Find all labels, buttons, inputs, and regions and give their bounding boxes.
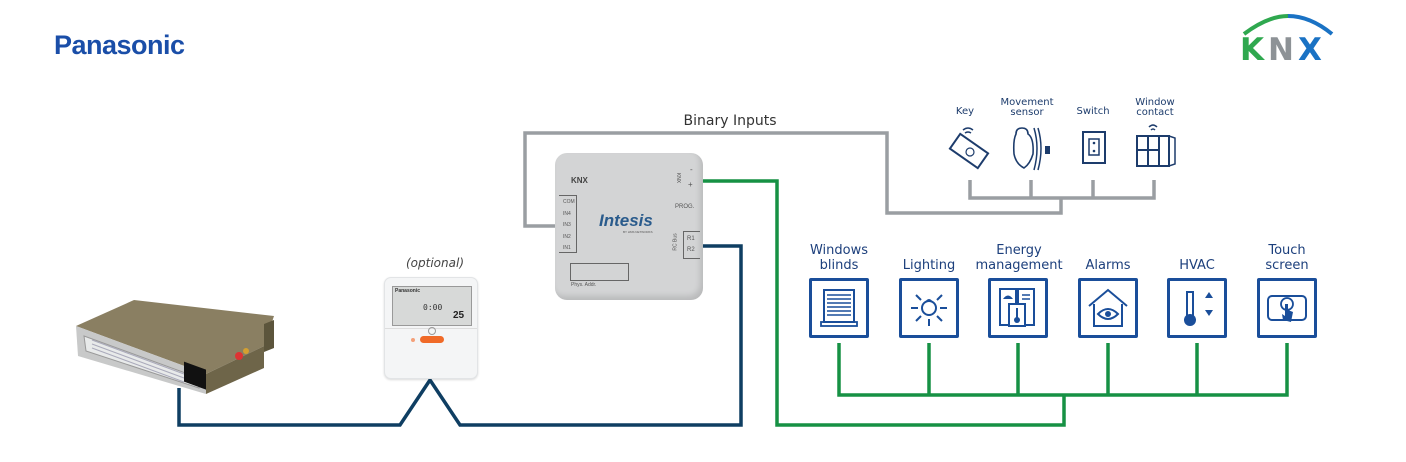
remote-temp: 25 <box>453 310 465 321</box>
app-lighting <box>899 278 959 338</box>
phys-addr-box <box>570 263 629 281</box>
remote-led <box>411 338 415 342</box>
gateway-knx-mark: KNX <box>571 176 588 185</box>
terminal-in1: IN1 <box>563 245 571 251</box>
intesis-tagline: BY HMS NETWORKS <box>623 230 653 234</box>
terminal-com: COM <box>563 199 575 205</box>
remote-button[interactable] <box>420 336 444 343</box>
terminal-in2: IN2 <box>563 233 571 240</box>
optional-label: (optional) <box>406 256 464 270</box>
app-touch-screen <box>1257 278 1317 338</box>
knx-letter-k: K <box>1240 32 1269 68</box>
rc-bus-terminal <box>683 231 700 259</box>
app-windows-blinds <box>809 278 869 338</box>
device-label-key: Key <box>955 106 975 117</box>
touch-screen-icon <box>1267 295 1307 322</box>
ducted-ac-unit-icon <box>76 300 274 394</box>
remote-lcd: Panasonic 0:00 25 <box>392 286 472 326</box>
terminal-r2: R2 <box>687 247 695 253</box>
wired-remote-controller[interactable]: Panasonic 0:00 25 <box>384 277 478 379</box>
window-blinds-icon <box>820 289 858 327</box>
knx-letter-n: N <box>1268 32 1298 68</box>
remote-time: 0:00 <box>423 303 443 312</box>
binary-inputs-wire <box>523 131 1063 228</box>
house-eye-icon <box>1088 288 1128 327</box>
knx-applications-bus <box>837 343 1289 397</box>
app-energy-management <box>988 278 1048 338</box>
app-label-hvac: HVAC <box>1179 258 1215 273</box>
thermometer-icon <box>1184 291 1213 326</box>
energy-meter-icon <box>999 288 1035 327</box>
binary-devices-bus <box>968 180 1156 200</box>
knx-plus: + <box>688 180 693 189</box>
app-alarms <box>1078 278 1138 338</box>
remote-brand: Panasonic <box>395 288 421 294</box>
prog-button-label[interactable]: PROG. <box>675 204 695 210</box>
movement-sensor-icon <box>1012 127 1050 171</box>
power-icon <box>428 327 436 335</box>
key-card-icon <box>948 127 990 170</box>
knx-arc-icon <box>1242 14 1334 36</box>
knx-logo: KNX <box>1238 14 1338 68</box>
binary-inputs-label: Binary Inputs <box>683 113 777 129</box>
rc-bus-wire <box>177 244 743 427</box>
light-bulb-icon <box>911 294 947 326</box>
window-contact-icon <box>1136 124 1176 168</box>
app-hvac <box>1167 278 1227 338</box>
phys-addr-label: Phys. Addr. <box>571 282 597 288</box>
intesis-gateway: KNX COM IN4 IN3 IN2 IN1 Intesis BY HMS N… <box>555 153 703 300</box>
rc-bus-label: RC Bus <box>672 233 679 251</box>
terminal-r1: R1 <box>687 236 695 242</box>
panasonic-logo: Panasonic <box>54 30 185 60</box>
knx-letter-x: X <box>1297 32 1326 68</box>
switch-icon <box>1082 131 1106 164</box>
knx-port-label: KNX <box>675 172 682 184</box>
terminal-in3: IN3 <box>563 222 571 228</box>
knx-minus: - <box>690 165 693 174</box>
app-label-alarms: Alarms <box>1085 258 1131 273</box>
terminal-in4: IN4 <box>563 210 571 217</box>
binary-input-terminal <box>559 195 577 253</box>
knx-bus-wire <box>703 179 1066 427</box>
device-label-switch: Switch <box>1076 106 1110 117</box>
app-label-lighting: Lighting <box>902 258 956 273</box>
intesis-brand: Intesis <box>599 211 653 230</box>
